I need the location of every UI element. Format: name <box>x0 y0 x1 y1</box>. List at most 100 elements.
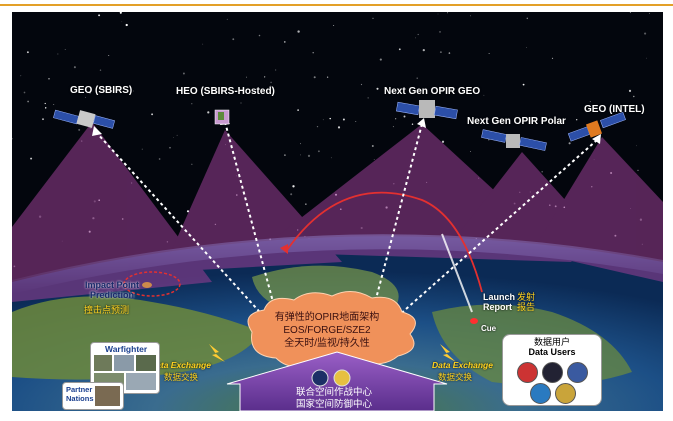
star <box>125 23 128 27</box>
agency-seal-5 <box>555 383 576 404</box>
star <box>644 32 647 35</box>
star <box>300 154 301 156</box>
star <box>186 210 190 213</box>
star <box>44 102 46 105</box>
top-rule <box>0 0 673 10</box>
star <box>44 107 47 109</box>
star <box>637 169 639 171</box>
star <box>470 15 472 17</box>
warfighter-photo-1 <box>94 355 112 371</box>
command-line-2: 国家空间防御中心 <box>295 399 372 410</box>
data-links <box>95 121 598 321</box>
star <box>258 34 261 37</box>
star <box>284 154 286 157</box>
label-data-users: Data Users <box>528 347 576 357</box>
partner-nations-photo <box>95 386 120 406</box>
star <box>636 145 637 147</box>
star <box>270 81 272 84</box>
label-data-exchange-left-zh: 数据交换 <box>164 372 199 382</box>
label-geo-intel: GEO (INTEL) <box>584 104 645 115</box>
star <box>274 69 277 71</box>
label-impact-point-prediction: Impact Point Prediction <box>84 280 139 300</box>
star <box>53 103 55 106</box>
star <box>119 12 122 14</box>
warfighter-photo-5 <box>126 373 156 390</box>
label-launch-report-zh: 发射报告 <box>517 292 536 312</box>
link-next-gen-geo <box>371 123 423 315</box>
agency-seal-3 <box>567 362 588 383</box>
star <box>633 95 635 98</box>
star <box>141 148 143 150</box>
star <box>20 75 22 77</box>
star <box>226 18 228 20</box>
star <box>337 126 341 129</box>
star <box>628 89 632 92</box>
star <box>488 53 490 55</box>
star <box>629 12 631 14</box>
star <box>98 14 101 17</box>
star <box>151 113 154 116</box>
warfighter-photo-2 <box>114 355 134 371</box>
star <box>568 142 571 145</box>
star <box>646 57 647 59</box>
label-cue: Cue <box>481 324 497 333</box>
star <box>534 118 535 120</box>
label-next-gen-polar: Next Gen OPIR Polar <box>467 116 566 127</box>
star <box>395 118 397 120</box>
star <box>176 134 178 136</box>
star <box>317 150 320 153</box>
star <box>85 96 86 98</box>
star <box>48 78 50 80</box>
missile-trajectory <box>286 191 483 293</box>
star <box>57 53 59 55</box>
star <box>522 83 525 86</box>
label-geo-sbirs: GEO (SBIRS) <box>70 85 133 96</box>
star <box>379 58 382 61</box>
star <box>526 17 529 20</box>
star <box>330 157 332 159</box>
star <box>322 119 324 121</box>
star <box>403 115 406 118</box>
link-geo-sbirs <box>95 131 268 321</box>
star <box>398 48 401 51</box>
beam-geo-sbirs <box>12 122 212 302</box>
label-launch-report: Launch Report <box>483 292 516 312</box>
star <box>264 76 266 78</box>
star <box>202 43 204 45</box>
star <box>371 145 374 147</box>
star <box>23 91 26 94</box>
star <box>376 87 379 90</box>
star <box>392 126 394 128</box>
star <box>307 154 311 158</box>
star <box>30 157 33 160</box>
star <box>447 12 449 14</box>
star <box>313 76 316 79</box>
command-seal-2 <box>333 369 351 387</box>
lightning-icon-right <box>440 344 456 362</box>
star <box>108 54 110 57</box>
cloud-line-1: 有弹性的OPIR地面架构 <box>274 312 380 323</box>
label-partner-nations: Partner Nations <box>66 385 94 403</box>
star <box>297 30 300 33</box>
star <box>191 163 193 165</box>
star <box>576 119 578 121</box>
star <box>300 143 301 145</box>
star <box>102 88 105 91</box>
star <box>439 31 441 33</box>
star <box>449 87 452 90</box>
star <box>27 100 29 103</box>
star <box>191 103 193 105</box>
star <box>73 66 76 69</box>
star <box>333 24 335 27</box>
star <box>411 123 414 125</box>
star <box>648 12 650 14</box>
data-users-panel: 数据用户 Data Users <box>502 334 602 406</box>
star <box>342 118 345 121</box>
star <box>173 137 174 138</box>
star <box>89 92 91 94</box>
star <box>448 52 451 54</box>
star <box>589 101 591 103</box>
agency-seal-1 <box>517 362 538 383</box>
star <box>422 48 425 52</box>
